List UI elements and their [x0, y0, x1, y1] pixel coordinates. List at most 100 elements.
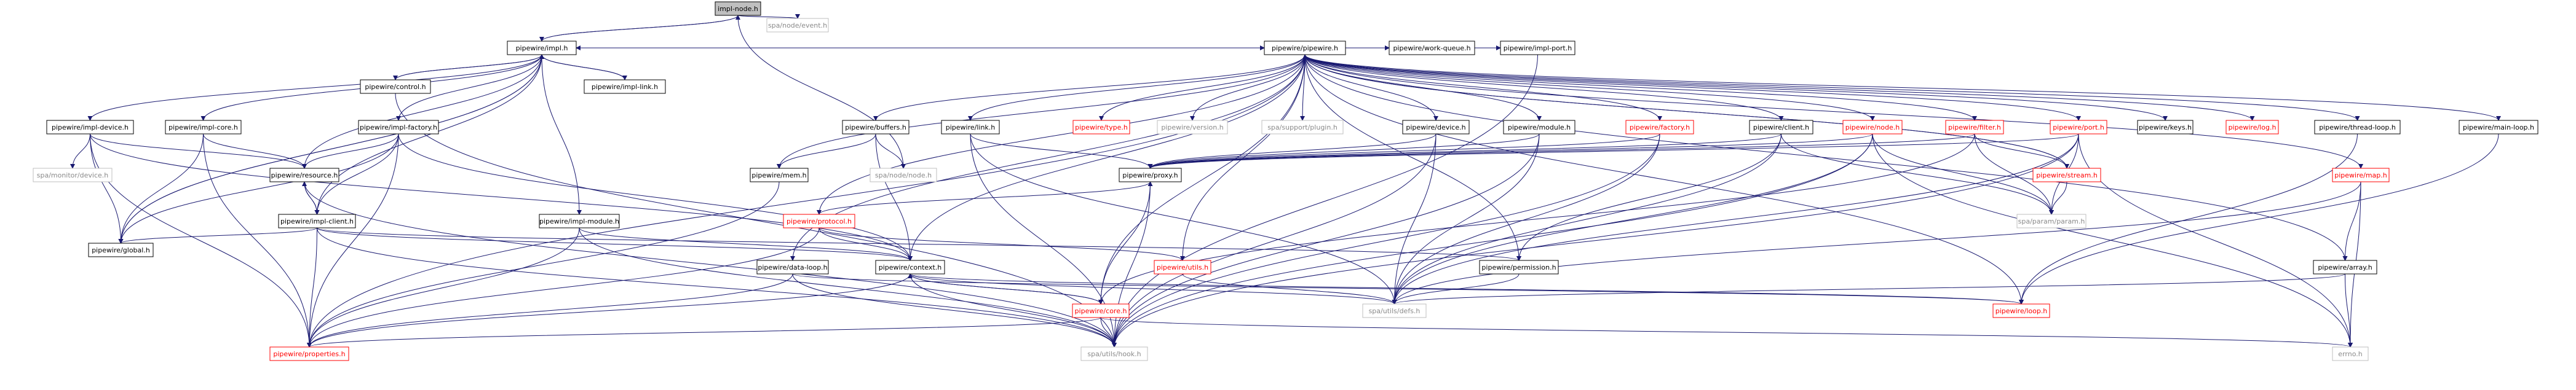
node-spa-node-event: spa/node/event.h: [766, 18, 829, 33]
edge-pipewire-to-protocol: [817, 54, 1306, 215]
node-label-module: pipewire/module.h: [1508, 123, 1571, 131]
edge-impl-to-impl-node: [541, 15, 740, 42]
node-module[interactable]: pipewire/module.h: [1503, 120, 1575, 135]
node-label-core: pipewire/core.h: [1075, 307, 1127, 315]
node-loop[interactable]: pipewire/loop.h: [1992, 303, 2050, 318]
node-factory[interactable]: pipewire/factory.h: [1625, 120, 1694, 135]
node-port[interactable]: pipewire/port.h: [2050, 120, 2107, 135]
edge-factory-to-proxy: [1147, 133, 1660, 169]
edge-control-to-impl: [395, 54, 544, 80]
node-spa-node-node: spa/node/node.h: [870, 168, 937, 182]
node-device[interactable]: pipewire/device.h: [1402, 120, 1470, 135]
node-spa-hook: spa/utils/hook.h: [1080, 346, 1148, 361]
node-context[interactable]: pipewire/context.h: [875, 260, 945, 275]
edge-impl-link-to-impl: [539, 54, 625, 80]
node-box-port: [2050, 120, 2107, 135]
node-type[interactable]: pipewire/type.h: [1072, 120, 1130, 135]
node-core[interactable]: pipewire/core.h: [1072, 303, 1130, 318]
node-box-map: [2332, 168, 2390, 182]
edge-pipewire-to-properties: [307, 54, 1306, 348]
node-impl-port[interactable]: pipewire/impl-port.h: [1500, 41, 1575, 55]
node-box-impl-core: [165, 120, 242, 135]
node-impl[interactable]: pipewire/impl.h: [507, 41, 577, 55]
edge-pipewire-to-log: [1304, 54, 2255, 121]
node-box-spa-param: [2016, 214, 2087, 228]
edge-impl-client-to-spa-hook: [317, 227, 1117, 348]
node-impl-client[interactable]: pipewire/impl-client.h: [278, 214, 356, 228]
node-box-version: [1157, 120, 1228, 135]
node-box-type: [1072, 120, 1130, 135]
node-proxy[interactable]: pipewire/proxy.h: [1119, 168, 1182, 182]
node-impl-device[interactable]: pipewire/impl-device.h: [46, 120, 134, 135]
node-keys[interactable]: pipewire/keys.h: [2137, 120, 2194, 135]
node-map[interactable]: pipewire/map.h: [2332, 168, 2390, 182]
node-protocol[interactable]: pipewire/protocol.h: [783, 214, 855, 228]
edge-impl-to-resource: [302, 54, 542, 169]
node-pipewire[interactable]: pipewire/pipewire.h: [1264, 41, 1346, 55]
node-label-device: pipewire/device.h: [1406, 123, 1465, 131]
node-node[interactable]: pipewire/node.h: [1842, 120, 1903, 135]
node-box-impl-factory: [358, 120, 439, 135]
node-control[interactable]: pipewire/control.h: [360, 79, 431, 94]
node-label-work-queue: pipewire/work-queue.h: [1393, 44, 1470, 52]
node-label-impl-module: pipewire/impl-module.h: [539, 217, 619, 225]
node-global[interactable]: pipewire/global.h: [88, 243, 154, 257]
node-box-resource: [269, 168, 339, 182]
edge-map-to-array: [2342, 181, 2361, 261]
edge-filter-to-stream: [1974, 133, 2069, 169]
node-filter[interactable]: pipewire/filter.h: [1945, 120, 2004, 135]
node-version: pipewire/version.h: [1157, 120, 1228, 135]
edge-port-to-proxy: [1147, 133, 2079, 169]
node-label-resource: pipewire/resource.h: [271, 171, 338, 179]
edge-utils-to-spa-defs: [1182, 273, 1397, 305]
node-utils[interactable]: pipewire/utils.h: [1154, 260, 1211, 275]
node-impl-core[interactable]: pipewire/impl-core.h: [165, 120, 242, 135]
edge-link-to-proxy: [970, 133, 1153, 169]
node-link[interactable]: pipewire/link.h: [941, 120, 1000, 135]
node-label-node: pipewire/node.h: [1845, 123, 1900, 131]
node-label-spa-hook: spa/utils/hook.h: [1087, 350, 1141, 358]
edge-impl-core-to-resource: [203, 133, 307, 169]
node-impl-factory[interactable]: pipewire/impl-factory.h: [358, 120, 439, 135]
node-label-impl-port: pipewire/impl-port.h: [1504, 44, 1572, 52]
node-data-loop[interactable]: pipewire/data-loop.h: [756, 260, 829, 275]
node-thread-loop[interactable]: pipewire/thread-loop.h: [2314, 120, 2401, 135]
node-main-loop[interactable]: pipewire/main-loop.h: [2459, 120, 2538, 135]
node-impl-module[interactable]: pipewire/impl-module.h: [539, 214, 620, 228]
edge-impl-node-to-spa-node-node: [737, 15, 906, 169]
edge-impl-to-impl-client: [314, 54, 542, 215]
edge-buffers-to-mem: [777, 133, 876, 169]
node-box-permission: [1479, 260, 1559, 275]
edge-client-to-spa-defs: [1392, 133, 1781, 305]
edge-pipewire-to-port: [1304, 54, 2081, 121]
node-box-utils: [1154, 260, 1211, 275]
edge-context-to-properties: [307, 273, 911, 348]
edge-impl-device-to-resource: [90, 133, 307, 169]
node-label-impl-node: impl-node.h: [718, 5, 758, 13]
edge-filter-to-spa-param: [1974, 133, 2054, 215]
node-label-link: pipewire/link.h: [946, 123, 996, 131]
node-resource[interactable]: pipewire/resource.h: [269, 168, 339, 182]
edge-pipewire-to-permission: [1304, 54, 1521, 261]
node-impl-link[interactable]: pipewire/impl-link.h: [584, 79, 666, 94]
node-mem[interactable]: pipewire/mem.h: [750, 168, 809, 182]
node-permission[interactable]: pipewire/permission.h: [1479, 260, 1559, 275]
node-label-protocol: pipewire/protocol.h: [787, 217, 852, 225]
node-label-data-loop: pipewire/data-loop.h: [758, 263, 827, 271]
node-box-buffers: [842, 120, 910, 135]
node-stream[interactable]: pipewire/stream.h: [2032, 168, 2101, 182]
node-label-impl-core: pipewire/impl-core.h: [168, 123, 238, 131]
graph-nodes: impl-node.h spa/node/event.h pipewire/impl…: [33, 1, 2538, 361]
node-box-impl-client: [278, 214, 356, 228]
edge-module-to-spa-defs: [1392, 133, 1540, 305]
node-properties[interactable]: pipewire/properties.h: [269, 346, 349, 361]
node-buffers[interactable]: pipewire/buffers.h: [842, 120, 910, 135]
node-array[interactable]: pipewire/array.h: [2313, 260, 2377, 275]
edge-mem-to-properties: [307, 181, 780, 348]
node-log[interactable]: pipewire/log.h: [2225, 120, 2279, 135]
node-label-stream: pipewire/stream.h: [2036, 171, 2098, 179]
node-box-main-loop: [2459, 120, 2538, 135]
edge-impl-core-to-global: [118, 133, 204, 244]
node-work-queue[interactable]: pipewire/work-queue.h: [1389, 41, 1475, 55]
node-client[interactable]: pipewire/client.h: [1749, 120, 1813, 135]
